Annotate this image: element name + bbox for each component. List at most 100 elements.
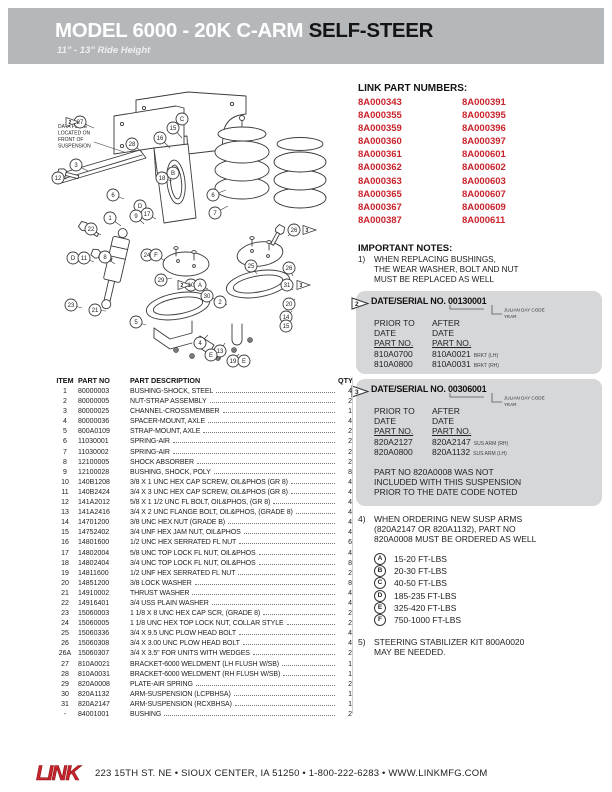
description-cell: BUSHING-SHOCK, STEEL <box>130 388 214 395</box>
part-number: 8A000343 <box>358 97 402 108</box>
qty-cell: 2 <box>348 428 352 436</box>
item-cell: 18 <box>61 559 69 567</box>
partno-cell: 14851200 <box>78 579 110 587</box>
footer-address: 223 15TH ST. NE • SIOUX CENTER, IA 51250… <box>95 768 488 779</box>
partno-cell: 140B1208 <box>78 478 110 486</box>
part-suffix: SUS ARM (LH) <box>473 451 507 457</box>
col-label: AFTER <box>432 406 460 416</box>
partno-cell: 15060003 <box>78 610 110 618</box>
dot-leader <box>290 482 335 484</box>
after-part: 820A1132 <box>432 447 471 457</box>
item-cell: 30 <box>61 690 69 698</box>
torque-value: 20-30 FT-LBS <box>394 566 447 577</box>
torque-value: 185-235 FT-LBS <box>394 590 457 601</box>
dot-leader <box>233 694 335 696</box>
callout-bubble-8 <box>98 250 112 264</box>
partno-cell: 810A0031 <box>78 670 110 678</box>
callout-bubble-25 <box>244 259 258 273</box>
col-label: DATE <box>374 328 397 338</box>
qty-cell: 4 <box>348 529 352 537</box>
note-1-line: THE WEAR WASHER, BOLT AND NUT <box>374 264 519 274</box>
description-cell: 1/2 UNF HEX SERRATED FL NUT <box>130 569 236 577</box>
flag-icon-2 <box>177 279 193 291</box>
dot-leader <box>228 523 335 525</box>
item-cell: 29 <box>61 680 69 688</box>
svg-text:YEAR: YEAR <box>504 402 517 407</box>
item-cell: 4 <box>63 418 67 426</box>
dot-leader <box>208 422 335 424</box>
callout-bubble-E <box>204 348 218 362</box>
description-cell: ARM-SUSPENSION (LCPBHSA) <box>130 690 231 698</box>
description-cell: 3/4 UNF HEX JAM NUT, OIL&PHOS <box>130 529 241 537</box>
col-label: DATE <box>432 416 455 426</box>
data-plate-note-line: SUSPENSION <box>58 144 91 150</box>
callout-bubble-C <box>175 112 189 126</box>
link-logo: LINK <box>36 762 84 786</box>
col-label: PRIOR TO <box>374 318 415 328</box>
qty-cell: 2 <box>348 398 352 406</box>
callout-label: 28 <box>129 142 136 148</box>
qty-cell: 4 <box>348 418 352 426</box>
svg-text:JULIAN DAY CODE: JULIAN DAY CODE <box>504 308 545 313</box>
data-plate-note-line: FRONT OF <box>58 137 83 143</box>
description-cell: PLATE-AIR SPRING <box>130 680 193 688</box>
header-bar: MODEL 6000 - 20K C-ARM SELF-STEER 11" - … <box>8 8 604 64</box>
header-item: ITEM <box>56 376 74 385</box>
partno-cell: 80000025 <box>78 408 110 416</box>
note-4: 4) WHEN ORDERING NEW SUSP ARMS (820A2147… <box>358 514 536 544</box>
item-cell: 8 <box>63 458 67 466</box>
item-cell: 23 <box>61 610 69 618</box>
prior-part: 820A0800 <box>374 447 413 457</box>
callout-bubble-18 <box>155 171 169 185</box>
partno-cell: 11030001 <box>78 438 109 446</box>
description-cell: SPRING-AIR <box>130 448 170 456</box>
dot-leader <box>295 513 335 515</box>
description-cell: NUT-STRAP ASSEMBLY <box>130 398 207 406</box>
dot-leader <box>216 392 335 393</box>
callout-bubble-6 <box>106 188 120 202</box>
dot-leader <box>258 563 335 565</box>
part-number: 8A000361 <box>358 149 402 161</box>
callout-bubble-11 <box>77 251 91 265</box>
item-cell: 27 <box>61 660 69 668</box>
callout-label: 25 <box>248 264 255 270</box>
note-1: 1) WHEN REPLACING BUSHINGS, THE WEAR WAS… <box>358 255 519 284</box>
item-cell: 5 <box>63 428 67 436</box>
callout-bubble-15 <box>279 319 293 333</box>
description-cell: SPACER-MOUNT, AXLE <box>130 418 206 426</box>
partno-cell: 12100005 <box>78 458 110 466</box>
description-cell: 3/4 X 3.00 UNC PLOW HEAD BOLT <box>130 640 240 648</box>
after-part: 820A2147 <box>432 437 471 447</box>
dot-leader <box>286 624 335 626</box>
callout-bubble-9 <box>129 209 143 223</box>
part-number: 8A000355 <box>358 110 402 122</box>
qty-cell: 4 <box>348 640 352 648</box>
note-1-number: 1) <box>358 255 366 264</box>
callout-bubble-A <box>193 278 207 292</box>
callout-label: 19 <box>230 359 237 365</box>
note-1-line: MUST BE REPLACED AS WELL <box>374 274 494 284</box>
item-cell: 28 <box>61 670 69 678</box>
note-line: PART NO 820A0008 WAS NOT <box>374 467 494 477</box>
torque-letter-badge: B <box>374 565 386 578</box>
partno-cell: 820A0008 <box>78 680 110 688</box>
callout-bubble-26 <box>287 223 301 237</box>
qty-cell: 4 <box>348 630 352 638</box>
date-serial-box-1: 2 DATE/SERIAL NO. 00130001 JULIAN DAY CO… <box>351 291 602 374</box>
callout-bubble-1 <box>103 211 117 225</box>
description-cell: 1 1/8 UNC HEX TOP LOCK NUT, COLLAR STYLE <box>130 620 284 628</box>
serial-code-legend: JULIAN DAY CODE YEAR <box>449 393 545 407</box>
dot-leader <box>234 704 335 706</box>
